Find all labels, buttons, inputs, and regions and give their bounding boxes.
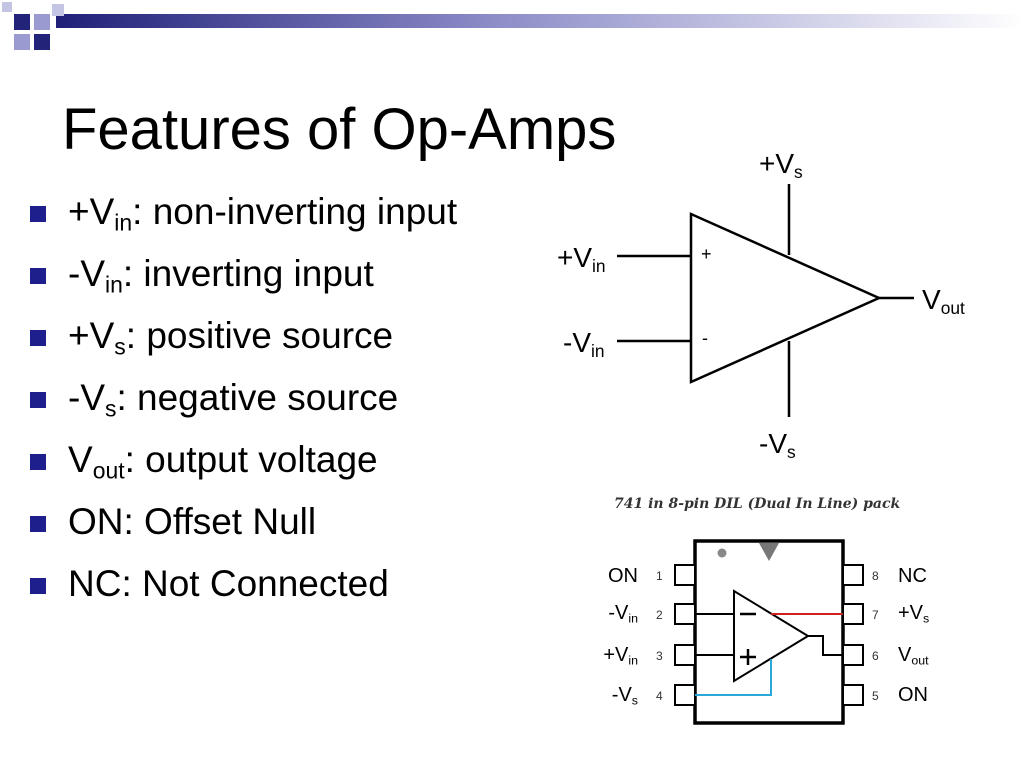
pin-8: [842, 564, 864, 586]
pin-number: 8: [872, 569, 879, 583]
pin-7: [842, 603, 864, 625]
notch-marker-icon: [759, 543, 779, 561]
header-bar: [56, 14, 1024, 28]
pin-label: +Vin: [603, 644, 638, 668]
bullet-item: +Vs: positive source: [30, 314, 457, 376]
pin-6: [842, 644, 864, 666]
bullet-square-icon: [30, 578, 46, 594]
vs-pos-label: +Vs: [759, 148, 803, 182]
pin-3: [674, 644, 696, 666]
deco-square: [34, 34, 50, 50]
bullet-square-icon: [30, 392, 46, 408]
bullet-item: +Vin: non-inverting input: [30, 190, 457, 252]
bullet-item: -Vin: inverting input: [30, 252, 457, 314]
pin-number: 6: [872, 649, 879, 663]
pin-label: +Vs: [898, 602, 930, 626]
pin-number: 5: [872, 689, 879, 703]
bullet-square-icon: [30, 330, 46, 346]
slide-title: Features of Op-Amps: [62, 97, 617, 162]
bullet-square-icon: [30, 516, 46, 532]
bullet-item: -Vs: negative source: [30, 376, 457, 438]
pin6-wire: [808, 635, 843, 656]
pin-label: -Vin: [608, 602, 638, 626]
vs-neg-label: -Vs: [759, 428, 796, 462]
header-decoration: [2, 2, 1024, 50]
pin-number: 1: [656, 569, 663, 583]
bullet-item: Vout: output voltage: [30, 438, 457, 500]
opamp-triangle: [689, 212, 883, 384]
pin-number: 3: [656, 649, 663, 663]
vin-neg-label: -Vin: [563, 327, 605, 361]
plus-input-sign: +: [701, 244, 712, 264]
pin-1: [674, 564, 696, 586]
deco-square: [14, 14, 30, 30]
deco-square: [34, 14, 50, 30]
bullet-item: ON: Offset Null: [30, 500, 457, 562]
bullet-square-icon: [30, 206, 46, 222]
pin-5: [842, 684, 864, 706]
bullet-item: NC: Not Connected: [30, 562, 457, 624]
vin-pos-label: +Vin: [557, 242, 606, 276]
pin-4: [674, 684, 696, 706]
bullet-square-icon: [30, 268, 46, 284]
deco-square: [14, 34, 30, 50]
pin-label: ON: [608, 565, 638, 587]
dil-body: [693, 539, 845, 725]
pin-2: [674, 603, 696, 625]
pin4-wire: [695, 659, 772, 696]
pin1-dot-icon: [717, 548, 727, 558]
vout-label: Vout: [922, 284, 965, 318]
pin-number: 2: [656, 608, 663, 622]
deco-square: [2, 2, 12, 12]
pin-label: -Vs: [611, 684, 638, 708]
pin-number: 4: [656, 689, 663, 703]
bullet-square-icon: [30, 454, 46, 470]
minus-input-sign: -: [702, 328, 708, 348]
bullet-list: +Vin: non-inverting input -Vin: invertin…: [30, 190, 457, 624]
pin-label: ON: [898, 684, 928, 706]
pin-number: 7: [872, 608, 879, 622]
dil-caption: 741 in 8-pin DIL (Dual In Line) pack: [614, 496, 901, 512]
pin-label: NC: [898, 565, 927, 587]
pin-label: Vout: [898, 644, 929, 668]
deco-square: [52, 4, 64, 16]
